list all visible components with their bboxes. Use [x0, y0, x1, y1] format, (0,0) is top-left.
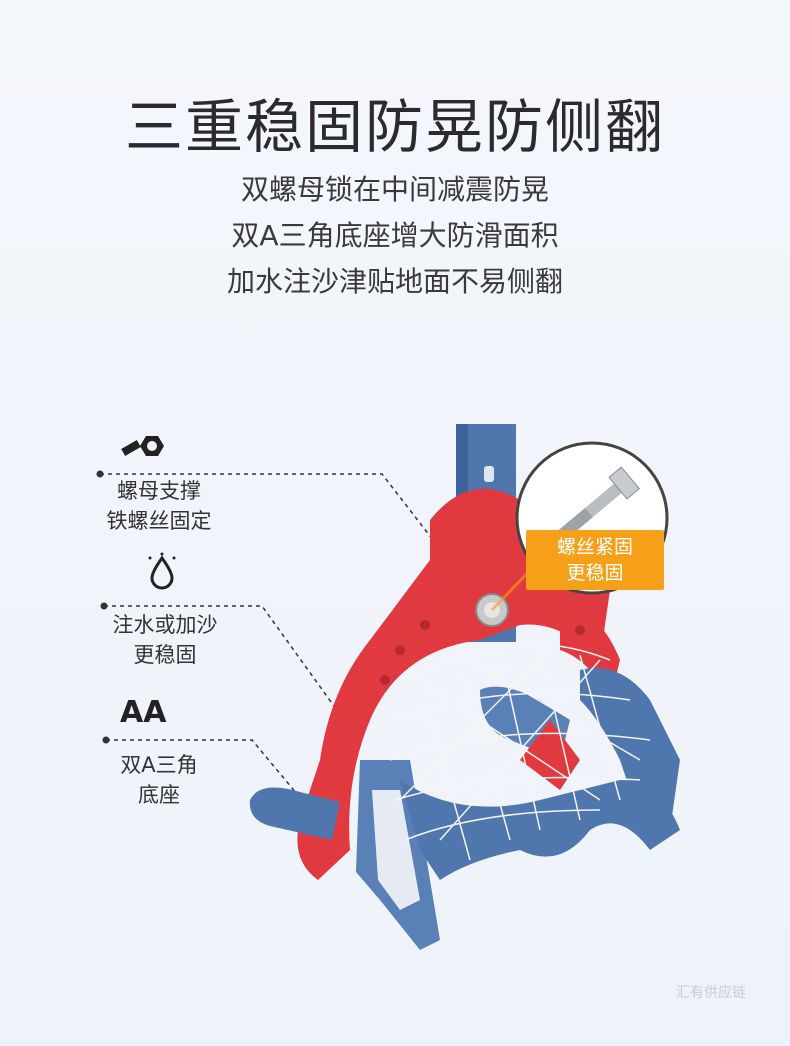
leader-dot-2: [100, 602, 108, 610]
leader-dot-3: [102, 736, 110, 744]
feature-1-line-2: 铁螺丝固定: [106, 509, 212, 533]
font-size-icon: AA: [120, 695, 167, 730]
feature-nut-support: 螺母支撑 铁螺丝固定: [94, 476, 224, 536]
feature-3-line-1: 双A三角: [120, 753, 198, 777]
feature-2-line-1: 注水或加沙: [112, 613, 218, 637]
watermark: 汇有供应链: [676, 985, 746, 1001]
feature-2-line-2: 更稳固: [133, 643, 197, 667]
leader-dot-1: [96, 470, 104, 478]
subtitle-line-1: 双螺母锁在中间减震防晃: [240, 173, 549, 206]
callout-line-2: 更稳固: [566, 562, 624, 584]
feature-water-sand: 注水或加沙 更稳固: [100, 610, 230, 670]
feature-3-line-2: 底座: [138, 783, 180, 807]
water-drop-icon: [148, 552, 176, 590]
feature-1-line-1: 螺母支撑: [117, 479, 201, 503]
subtitle-line-3: 加水注沙津贴地面不易侧翻: [226, 265, 563, 298]
callout-line-1: 螺丝紧固: [556, 536, 633, 558]
callout-badge: 螺丝紧固 更稳固: [526, 530, 664, 590]
subtitle-line-2: 双A三角底座增大防滑面积: [231, 219, 559, 252]
bolt-nut-icon: [121, 436, 164, 456]
basketball-net: [389, 643, 651, 861]
left-base-rail: [249, 787, 340, 840]
feature-a-base: 双A三角 底座: [94, 750, 224, 810]
page-title: 三重稳固防晃防侧翻: [124, 93, 665, 161]
